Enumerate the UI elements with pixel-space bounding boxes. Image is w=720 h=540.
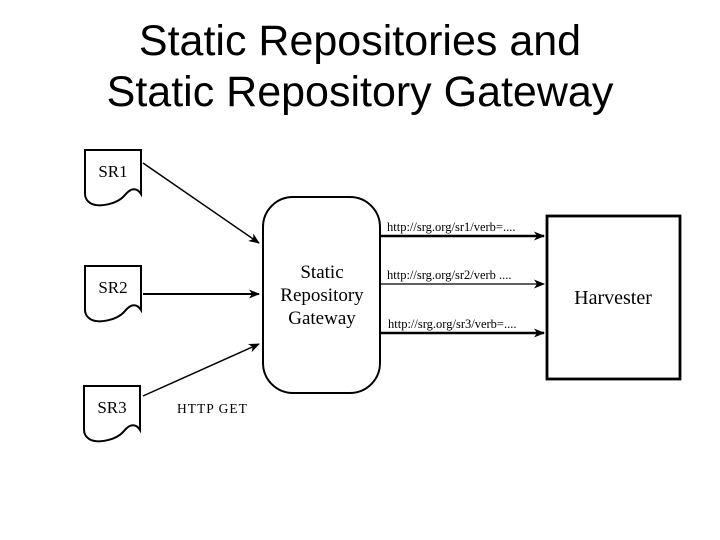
request-url-2: http://srg.org/sr2/verb .... [387, 268, 512, 282]
gateway-label-line1: Static [300, 262, 343, 283]
sr1-document-shape: SR1 [84, 149, 142, 207]
gateway-label-line2: Repository [280, 285, 364, 306]
gateway-box [262, 196, 381, 394]
sr3-label: SR3 [97, 398, 126, 417]
arrow-sr3-to-gateway [142, 343, 260, 397]
slide-title-line1: Static Repositories and [138, 17, 582, 65]
harvester-label: Harvester [574, 287, 652, 309]
harvester-box [545, 214, 682, 381]
arrow-sr1-to-gateway [142, 162, 260, 244]
sr2-document-shape: SR2 [84, 265, 142, 323]
gateway-label-line3: Gateway [288, 308, 356, 329]
sr1-label: SR1 [98, 162, 127, 181]
http-get-label: HTTP GET [177, 401, 248, 416]
slide-title-line2: Static Repository Gateway [106, 68, 614, 116]
sr2-label: SR2 [98, 278, 127, 297]
harvester-shape: Harvester [545, 214, 682, 381]
gateway-shape: Static Repository Gateway [262, 196, 381, 394]
sr3-document-shape: SR3 [83, 385, 141, 443]
request-url-3: http://srg.org/sr3/verb=.... [388, 317, 516, 331]
request-url-1: http://srg.org/sr1/verb=.... [387, 220, 515, 234]
